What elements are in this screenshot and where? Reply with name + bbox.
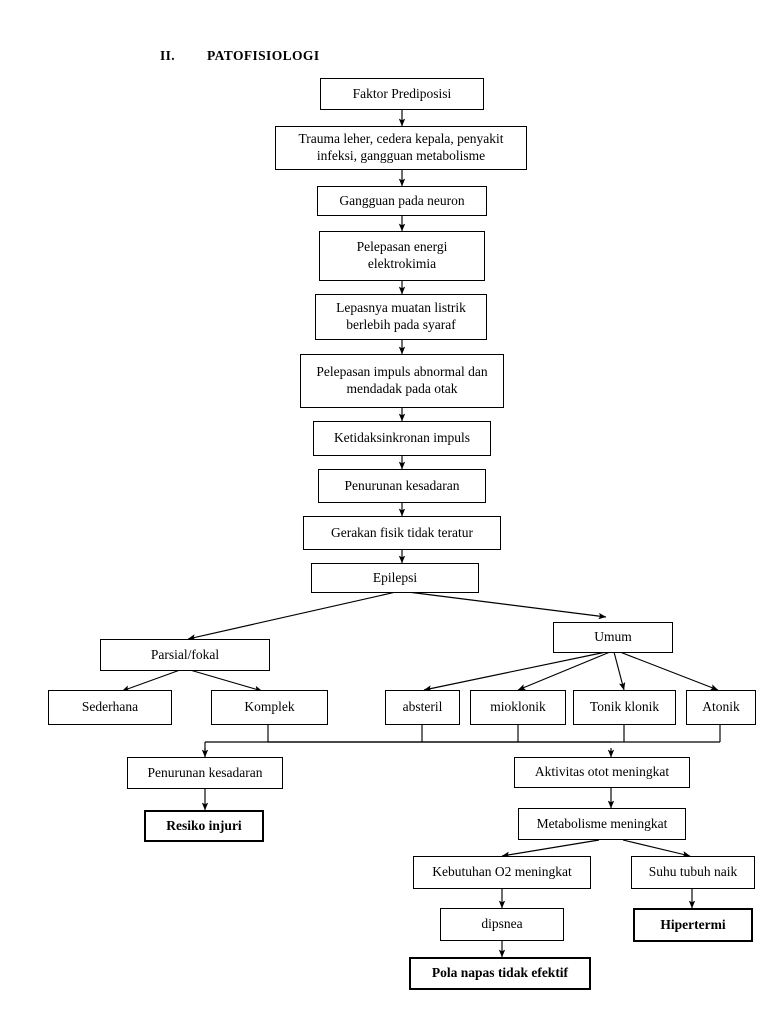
node-trauma[interactable]: Trauma leher, cedera kepala, penyakit in… — [275, 126, 527, 170]
page-title: II. PATOFISIOLOGI — [160, 48, 319, 64]
node-gangguan-neuron[interactable]: Gangguan pada neuron — [317, 186, 487, 216]
node-kebutuhan-o2[interactable]: Kebutuhan O2 meningkat — [413, 856, 591, 889]
node-faktor-prediposisi[interactable]: Faktor Prediposisi — [320, 78, 484, 110]
node-komplek[interactable]: Komplek — [211, 690, 328, 725]
node-lepasnya-muatan[interactable]: Lepasnya muatan listrik berlebih pada sy… — [315, 294, 487, 340]
node-ketidaksinkronan[interactable]: Ketidaksinkronan impuls — [313, 421, 491, 456]
node-suhu-tubuh[interactable]: Suhu tubuh naik — [631, 856, 755, 889]
node-metabolisme[interactable]: Metabolisme meningkat — [518, 808, 686, 840]
node-mioklonik[interactable]: mioklonik — [470, 690, 566, 725]
section-numeral: II. — [160, 48, 176, 63]
node-gerakan-fisik[interactable]: Gerakan fisik tidak teratur — [303, 516, 501, 550]
node-epilepsi[interactable]: Epilepsi — [311, 563, 479, 593]
node-umum[interactable]: Umum — [553, 622, 673, 653]
node-aktivitas-otot[interactable]: Aktivitas otot meningkat — [514, 757, 690, 788]
node-parsial-fokal[interactable]: Parsial/fokal — [100, 639, 270, 671]
node-tonik-klonik[interactable]: Tonik klonik — [573, 690, 676, 725]
node-dipsnea[interactable]: dipsnea — [440, 908, 564, 941]
node-pelepasan-impuls[interactable]: Pelepasan impuls abnormal dan mendadak p… — [300, 354, 504, 408]
node-sederhana[interactable]: Sederhana — [48, 690, 172, 725]
node-penurunan-kesadaran-2[interactable]: Penurunan kesadaran — [127, 757, 283, 789]
node-hipertermi[interactable]: Hipertermi — [633, 908, 753, 942]
node-resiko-injuri[interactable]: Resiko injuri — [144, 810, 264, 842]
section-title: PATOFISIOLOGI — [207, 48, 320, 63]
node-pola-napas[interactable]: Pola napas tidak efektif — [409, 957, 591, 990]
node-absteril[interactable]: absteril — [385, 690, 460, 725]
node-atonik[interactable]: Atonik — [686, 690, 756, 725]
node-pelepasan-energi[interactable]: Pelepasan energi elektrokimia — [319, 231, 485, 281]
node-penurunan-kesadaran-1[interactable]: Penurunan kesadaran — [318, 469, 486, 503]
